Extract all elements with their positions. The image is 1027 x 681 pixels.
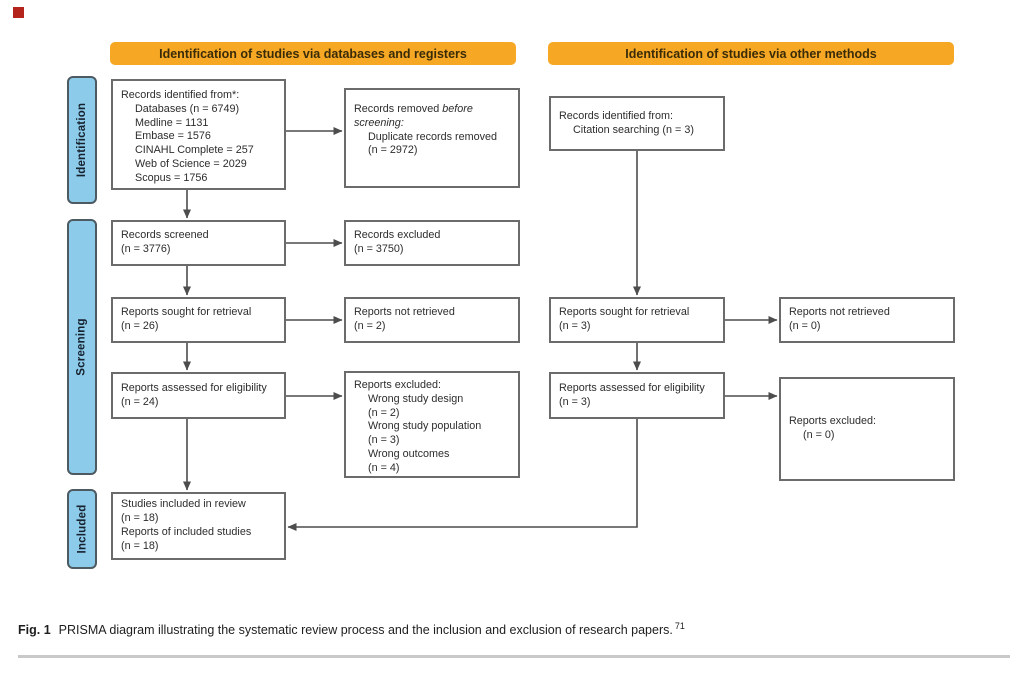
box-title: Records identified from*: [121, 89, 240, 101]
box-studies-included: Studies included in review (n = 18) Repo… [111, 492, 286, 560]
stage-screening: Screening [67, 219, 97, 475]
box-line: Wrong study design [368, 392, 464, 405]
box-line: Reports not retrieved [789, 306, 890, 319]
box-records-identified-databases: Records identified from*: Databases (n =… [111, 79, 286, 190]
box-line: (n = 3776) [121, 243, 171, 255]
box-line: (n = 3) [559, 395, 591, 408]
box-line: Records excluded [354, 229, 441, 242]
banner-databases-registers: Identification of studies via databases … [110, 42, 516, 65]
box-line: Wrong outcomes [368, 447, 450, 460]
box-reports-assessed-other: Reports assessed for eligibility (n = 3) [549, 372, 725, 419]
box-line: Reports of included studies [121, 526, 252, 538]
box-line: Citation searching (n = 3) [573, 123, 694, 136]
box-title: Reports excluded: [354, 379, 442, 391]
box-reports-sought-databases: Reports sought for retrieval (n = 26) [111, 297, 286, 343]
box-title: Records identified from: [559, 109, 674, 122]
box-title: Records removed before screening: [354, 103, 510, 131]
box-reports-not-retrieved-databases: Reports not retrieved (n = 2) [344, 297, 520, 343]
bottom-divider [18, 655, 1010, 658]
box-reports-not-retrieved-other: Reports not retrieved (n = 0) [779, 297, 955, 343]
box-line: (n = 3) [368, 434, 400, 447]
box-records-removed: Records removed before screening: Duplic… [344, 88, 520, 188]
box-line: Web of Science = 2029 [135, 157, 247, 170]
stage-identification-label: Identification [76, 102, 89, 178]
box-line: Duplicate records removed [368, 130, 498, 143]
box-line: Scopus = 1756 [135, 171, 208, 184]
banner-other-methods: Identification of studies via other meth… [548, 42, 954, 65]
box-line: (n = 24) [121, 395, 159, 408]
box-line: CINAHL Complete = 257 [135, 144, 254, 157]
box-title-plain: Records removed [354, 103, 443, 115]
stage-identification: Identification [67, 76, 97, 204]
box-line: (n = 0) [789, 320, 821, 332]
box-line: (n = 18) [121, 539, 159, 552]
box-line: Studies included in review [121, 498, 246, 511]
box-line: Records screened [121, 229, 209, 242]
box-title: Reports excluded: [789, 415, 877, 428]
box-line: Reports assessed for eligibility [121, 381, 267, 394]
box-records-identified-citation: Records identified from: Citation search… [549, 96, 725, 151]
stage-included-label: Included [76, 504, 89, 554]
box-records-excluded: Records excluded (n = 3750) [344, 220, 520, 266]
box-line: (n = 3750) [354, 243, 404, 255]
box-line: (n = 26) [121, 320, 159, 332]
stage-included: Included [67, 489, 97, 569]
stage-screening-label: Screening [76, 318, 88, 376]
box-records-screened: Records screened (n = 3776) [111, 220, 286, 266]
box-reports-excluded-databases: Reports excluded: Wrong study design (n … [344, 371, 520, 478]
figure-caption: Fig. 1 PRISMA diagram illustrating the sy… [18, 621, 1008, 637]
box-line: Reports sought for retrieval [559, 306, 690, 319]
box-reports-sought-other: Reports sought for retrieval (n = 3) [549, 297, 725, 343]
box-line: (n = 2) [354, 320, 386, 332]
box-line: Databases (n = 6749) [135, 102, 240, 115]
box-title-italic: before screening: [354, 103, 473, 129]
box-line: (n = 18) [121, 512, 159, 525]
box-reports-excluded-other: Reports excluded: (n = 0) [779, 377, 955, 481]
box-line: Medline = 1131 [135, 116, 209, 129]
box-line: (n = 3) [559, 320, 591, 332]
box-line: Reports not retrieved [354, 306, 455, 319]
box-line: Reports sought for retrieval [121, 306, 252, 319]
box-line: (n = 2) [368, 406, 400, 419]
figure-caption-reference: 71 [674, 621, 685, 631]
box-reports-assessed-databases: Reports assessed for eligibility (n = 24… [111, 372, 286, 419]
box-line: (n = 0) [803, 429, 835, 441]
arrow-assessed2-to-included [287, 419, 638, 531]
box-line: (n = 4) [368, 461, 400, 474]
box-line: (n = 2972) [368, 144, 418, 157]
box-line: Wrong study population [368, 420, 482, 433]
figure-caption-text: PRISMA diagram illustrating the systemat… [58, 623, 673, 638]
box-line: Embase = 1576 [135, 130, 211, 143]
red-corner-mark [13, 7, 24, 18]
figure-caption-label: Fig. 1 [18, 623, 51, 638]
box-line: Reports assessed for eligibility [559, 381, 705, 394]
